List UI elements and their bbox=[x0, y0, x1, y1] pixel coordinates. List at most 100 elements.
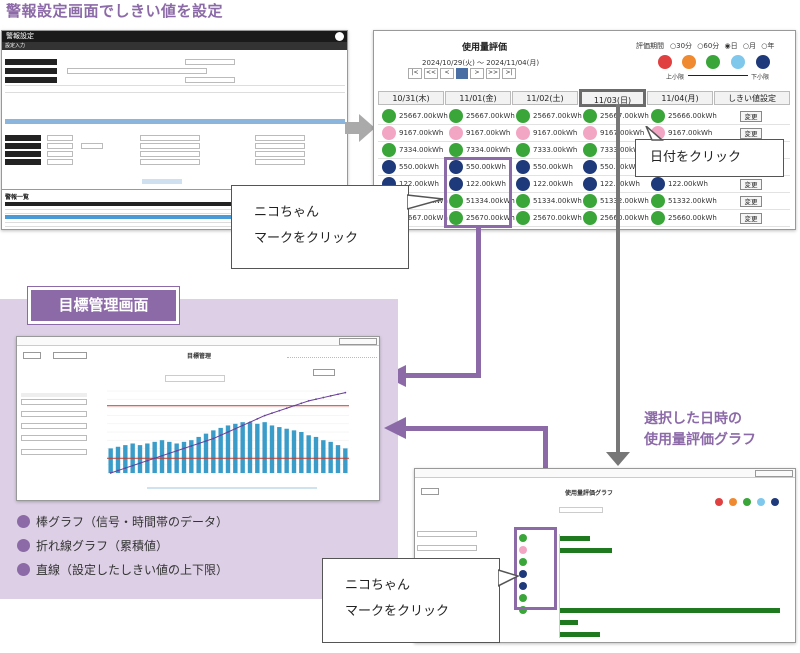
calendar-icon[interactable] bbox=[456, 68, 468, 79]
message-select[interactable] bbox=[140, 135, 200, 141]
callout-click-date: 日付をクリック bbox=[635, 139, 784, 177]
threshold-input[interactable] bbox=[47, 143, 73, 149]
niko-face-icon[interactable] bbox=[382, 143, 396, 157]
mail-select[interactable] bbox=[255, 143, 305, 149]
nav-prev-week-button[interactable]: << bbox=[424, 68, 438, 79]
nav-next-week-button[interactable]: >> bbox=[486, 68, 500, 79]
mail-select[interactable] bbox=[255, 159, 305, 165]
cash-clear-button[interactable] bbox=[339, 338, 377, 345]
niko-face-icon[interactable] bbox=[583, 126, 597, 140]
col-header[interactable]: 11/01(金) bbox=[445, 91, 511, 105]
level-select[interactable] bbox=[81, 143, 103, 149]
niko-face-icon[interactable] bbox=[516, 177, 530, 191]
niko-face-icon[interactable] bbox=[583, 194, 597, 208]
nav-last-button[interactable]: >| bbox=[502, 68, 516, 79]
niko-face-icon[interactable] bbox=[449, 109, 463, 123]
mail-select[interactable] bbox=[255, 151, 305, 157]
threshold-input[interactable] bbox=[47, 159, 73, 165]
niko-face-icon[interactable] bbox=[651, 177, 665, 191]
heading-alarm-settings: 警報設定画面でしきい値を設定 bbox=[6, 2, 224, 20]
target-menubar[interactable] bbox=[17, 337, 379, 346]
table-row[interactable] bbox=[5, 215, 345, 219]
cumulative-point bbox=[249, 421, 251, 424]
niko-face-icon[interactable] bbox=[516, 143, 530, 157]
niko-face-icon[interactable] bbox=[651, 109, 665, 123]
threshold-input[interactable] bbox=[47, 151, 73, 157]
chart-bar bbox=[284, 428, 289, 473]
niko-face-icon[interactable] bbox=[516, 109, 530, 123]
filter-select[interactable] bbox=[21, 399, 87, 405]
graph-face-list[interactable] bbox=[519, 534, 555, 638]
niko-face-icon[interactable] bbox=[651, 211, 665, 225]
chart-bar bbox=[321, 440, 326, 473]
usage-value: 25670.00kWh bbox=[466, 214, 515, 222]
niko-face-icon[interactable] bbox=[516, 126, 530, 140]
niko-face-icon[interactable] bbox=[449, 194, 463, 208]
filter-select[interactable] bbox=[21, 423, 87, 429]
niko-face-icon[interactable] bbox=[449, 211, 463, 225]
chart-bar bbox=[233, 423, 238, 473]
graph-screen-title: 使用量評価グラフ bbox=[565, 490, 614, 497]
edit-threshold-button[interactable]: 変更 bbox=[740, 179, 762, 190]
compare-button[interactable] bbox=[53, 352, 87, 359]
niko-face-icon[interactable] bbox=[449, 160, 463, 174]
col-header[interactable]: 11/04(月) bbox=[647, 91, 713, 105]
eval-title: 使用量評価 bbox=[462, 43, 508, 53]
help-icon[interactable] bbox=[335, 32, 344, 41]
filter-select[interactable] bbox=[21, 411, 87, 417]
col-header[interactable]: 11/02(土) bbox=[512, 91, 578, 105]
filter-select[interactable] bbox=[21, 435, 87, 441]
message-select[interactable] bbox=[140, 151, 200, 157]
niko-face-icon[interactable] bbox=[583, 143, 597, 157]
niko-face-icon[interactable] bbox=[583, 177, 597, 191]
filter-select[interactable] bbox=[21, 449, 87, 455]
highlight-graph-faces bbox=[514, 527, 557, 610]
niko-face-icon[interactable] bbox=[449, 126, 463, 140]
niko-face-icon[interactable] bbox=[583, 109, 597, 123]
face-green-icon bbox=[706, 55, 720, 69]
nav-buttons[interactable]: |< << < > >> >| bbox=[408, 68, 516, 79]
target-nav[interactable] bbox=[165, 375, 225, 382]
chart-bar bbox=[335, 445, 341, 473]
arrow-purple-left-2 bbox=[384, 417, 406, 439]
face-orange-icon bbox=[682, 55, 696, 69]
niko-face-icon[interactable] bbox=[583, 211, 597, 225]
filter-select[interactable] bbox=[417, 531, 477, 537]
mail-select[interactable] bbox=[255, 135, 305, 141]
niko-face-icon[interactable] bbox=[516, 194, 530, 208]
cumulative-point bbox=[307, 399, 310, 402]
graph-menubar[interactable] bbox=[415, 469, 795, 478]
edit-threshold-button[interactable]: 変更 bbox=[740, 213, 762, 224]
period-radios[interactable]: ○30分 ○60分 ◉日 ○月 ○年 bbox=[670, 42, 775, 50]
graph-return-button[interactable] bbox=[421, 488, 439, 495]
eval-table: 10/31(木) 11/01(金) 11/02(土) 11/03(日) 11/0… bbox=[378, 89, 793, 229]
return-button[interactable] bbox=[23, 352, 41, 359]
target-period-radios[interactable] bbox=[287, 353, 377, 358]
niko-face-icon[interactable] bbox=[516, 160, 530, 174]
pager[interactable] bbox=[142, 179, 182, 184]
edit-threshold-button[interactable]: 変更 bbox=[740, 128, 762, 139]
niko-face-icon[interactable] bbox=[382, 160, 396, 174]
message-select[interactable] bbox=[140, 159, 200, 165]
target-edit-button[interactable] bbox=[313, 369, 335, 376]
message-select[interactable] bbox=[140, 143, 200, 149]
graph-nav[interactable] bbox=[559, 507, 603, 513]
niko-face-icon[interactable] bbox=[651, 194, 665, 208]
edit-threshold-button[interactable]: 変更 bbox=[740, 196, 762, 207]
threshold-input[interactable] bbox=[47, 135, 73, 141]
col-header[interactable]: 10/31(木) bbox=[378, 91, 444, 105]
niko-face-icon[interactable] bbox=[382, 126, 396, 140]
col-header-selected[interactable]: 11/03(日) bbox=[579, 89, 646, 107]
group-select[interactable] bbox=[67, 68, 207, 74]
nav-next-button[interactable]: > bbox=[470, 68, 484, 79]
filter-select[interactable] bbox=[417, 545, 477, 551]
cash-clear-button[interactable] bbox=[755, 470, 793, 477]
niko-face-icon[interactable] bbox=[516, 211, 530, 225]
edit-threshold-button[interactable]: 変更 bbox=[740, 111, 762, 122]
nav-prev-button[interactable]: < bbox=[440, 68, 454, 79]
niko-face-icon[interactable] bbox=[583, 160, 597, 174]
niko-face-icon[interactable] bbox=[382, 109, 396, 123]
nav-first-button[interactable]: |< bbox=[408, 68, 422, 79]
niko-face-icon[interactable] bbox=[449, 143, 463, 157]
niko-face-icon[interactable] bbox=[449, 177, 463, 191]
